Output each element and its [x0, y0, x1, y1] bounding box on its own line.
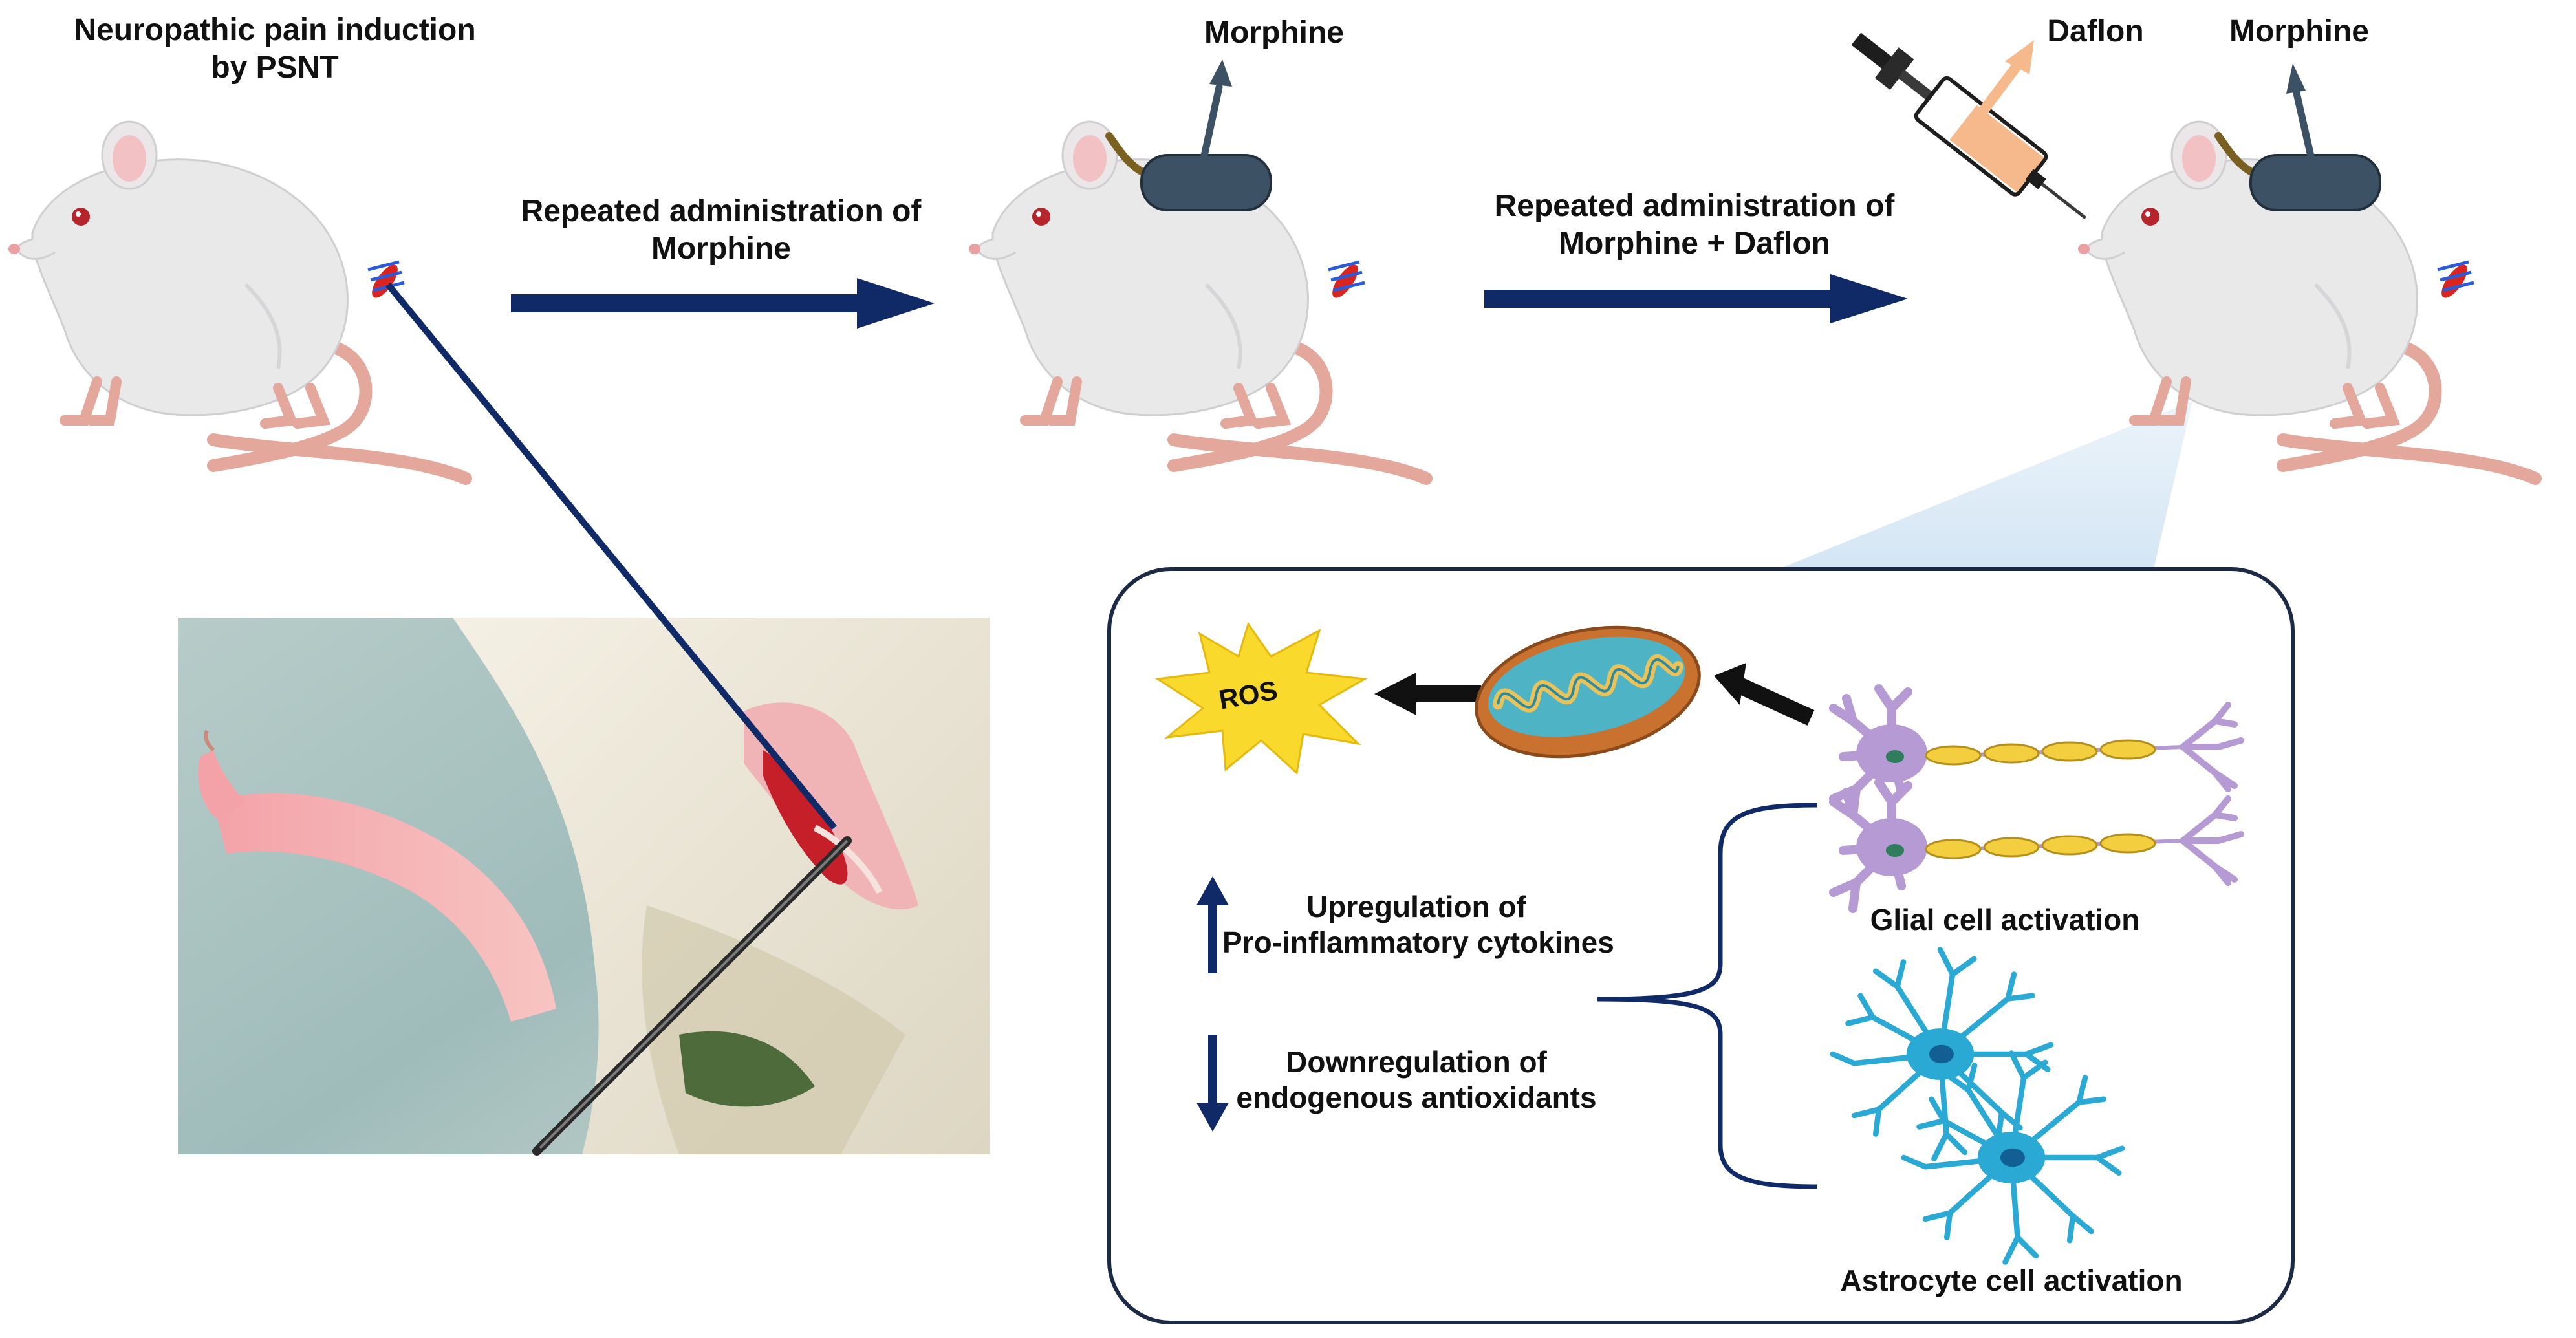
pump-outflow-arrow-2	[2292, 87, 2316, 166]
downregulation-line-2: endogenous antioxidants	[1236, 1081, 1597, 1115]
downregulation-line-1: Downregulation of	[1286, 1045, 1547, 1079]
astrocyte-activation-label: Astrocyte cell activation	[1840, 1264, 2183, 1297]
title-line-1: Neuropathic pain induction	[74, 13, 476, 47]
daflon-arrow	[1974, 59, 2023, 122]
upregulation-line-2: Pro-inflammatory cytokines	[1222, 925, 1614, 960]
zoom-cone	[1779, 401, 2192, 569]
stage1-label-line-2: Morphine	[651, 231, 791, 266]
grouping-brace	[1597, 803, 1818, 1189]
rat-3-illustration	[2078, 122, 2535, 479]
downregulation-arrow	[1196, 1035, 1229, 1132]
upregulation-arrow	[1196, 876, 1229, 973]
upregulation-line-1: Upregulation of	[1306, 890, 1526, 923]
pump-outflow-arrowhead	[1209, 59, 1232, 87]
syringe-illustration	[1851, 32, 2087, 220]
title-line-2: by PSNT	[211, 50, 339, 85]
stage2-label-line-1: Repeated administration of	[1494, 189, 1895, 223]
rat-2-illustration	[969, 122, 1426, 479]
stage2-pump-label: Morphine	[2229, 14, 2369, 49]
ros-burst	[1154, 621, 1368, 775]
pump-outflow-arrow	[1199, 83, 1223, 166]
daflon-arrowhead	[2005, 40, 2034, 74]
stage2-label: Repeated administration of Morphine + Da…	[1449, 188, 1940, 262]
stage1-label-line-1: Repeated administration of	[521, 194, 922, 228]
arrow-mito-to-ros	[1374, 673, 1481, 715]
wound-zoom-pointer	[385, 282, 837, 830]
arrow-stage-1	[511, 278, 935, 329]
daflon-label: Daflon	[2047, 14, 2144, 49]
arrow-stage-2	[1484, 274, 1908, 323]
stage2-label-line-2: Morphine + Daflon	[1559, 226, 1830, 261]
stage1-label: Repeated administration of Morphine	[488, 193, 954, 267]
title-label: Neuropathic pain induction by PSNT	[36, 12, 514, 86]
downregulation-label: Downregulation of endogenous antioxidant…	[1222, 1044, 1610, 1116]
upregulation-label: Upregulation of Pro-inflammatory cytokin…	[1222, 889, 1614, 960]
glial-activation-label: Glial cell activation	[1870, 903, 2140, 936]
surgery-photo	[178, 618, 990, 1156]
stage1-pump-label: Morphine	[1204, 16, 1344, 50]
arrow-glia-to-mito	[1714, 663, 1815, 726]
mitochondrion-illustration	[1475, 625, 1701, 759]
pump-outflow-arrowhead-2	[2286, 63, 2306, 94]
